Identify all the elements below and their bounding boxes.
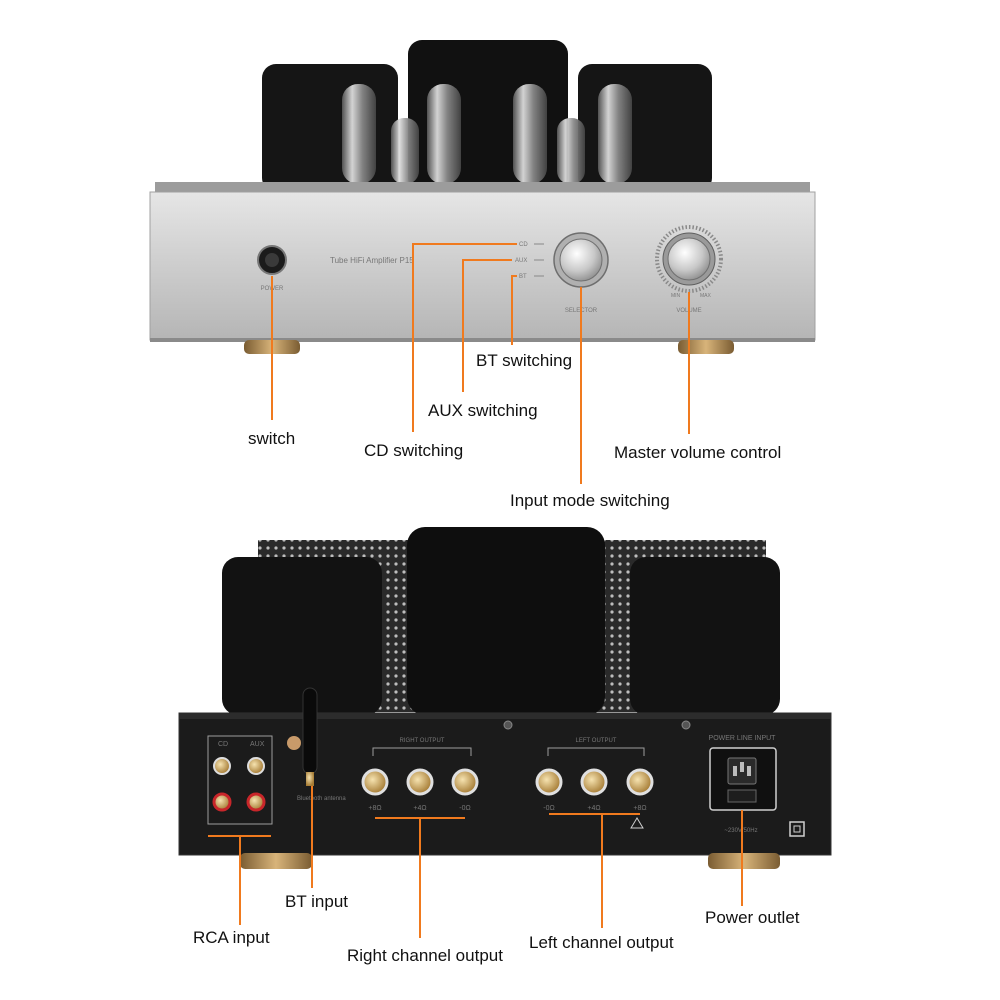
right-output-bracket [372, 747, 472, 756]
callout-cd-switching: CD switching [364, 441, 464, 460]
rear-left-transformer [222, 557, 382, 715]
power-inlet-pin-center [740, 762, 744, 772]
rca-aux-right-jack[interactable] [246, 792, 266, 812]
tube-4 [513, 84, 547, 184]
callout-aux-switching: AUX switching [428, 401, 538, 420]
callout-left-channel: Left channel output [529, 933, 674, 952]
ground-symbol-inner [793, 825, 801, 833]
rear-screw-center [503, 720, 513, 730]
rca-input-box [207, 735, 273, 825]
tube-3 [427, 84, 461, 184]
right-terminal-8ohm[interactable] [361, 768, 389, 796]
callout-switch: switch [248, 429, 296, 448]
selector-knob[interactable] [559, 238, 603, 282]
antenna-connector [306, 772, 314, 786]
front-leader-lines [271, 243, 690, 484]
selector-position-aux: AUX [515, 258, 527, 264]
front-foot-right [678, 340, 734, 354]
rear-view: CD AUX Bluetooth antenna RIGHT OUTPUT +8… [178, 527, 832, 869]
volume-max-label: MAX [700, 293, 712, 299]
left-output-label: LEFT OUTPUT [576, 738, 617, 744]
callout-input-mode: Input mode switching [510, 491, 670, 510]
power-line-label: POWER LINE INPUT [709, 735, 777, 742]
right-terminal-4ohm[interactable] [406, 768, 434, 796]
tube-2 [391, 118, 419, 184]
right-terminal-0ohm[interactable] [451, 768, 479, 796]
vacuum-tubes [342, 84, 632, 184]
bt-warning-sticker [287, 736, 301, 750]
power-inlet-pin-right [747, 766, 751, 776]
left-terminal-0ohm[interactable] [535, 768, 563, 796]
tube-1 [342, 84, 376, 184]
rear-screw-right [681, 720, 691, 730]
left-terminal-8ohm[interactable] [626, 768, 654, 796]
right-output-label: RIGHT OUTPUT [400, 738, 445, 744]
tube-5 [557, 118, 585, 184]
front-panel [149, 191, 816, 341]
right-terminal-0ohm-label: -0Ω [459, 805, 470, 812]
callout-bt-switching: BT switching [476, 351, 573, 370]
front-view: POWER Tube HiFi Amplifier P15 CD AUX BT … [149, 40, 816, 354]
left-terminal-4ohm[interactable] [580, 768, 608, 796]
callout-rca-input: RCA input [193, 928, 270, 947]
volume-scale [655, 225, 723, 293]
rear-foot-right [708, 853, 780, 869]
rca-aux-label: AUX [250, 741, 265, 748]
bt-antenna-label: Bluetooth antenna [297, 796, 346, 802]
callout-power-outlet: Power outlet [705, 908, 800, 927]
bluetooth-antenna[interactable] [302, 687, 318, 775]
selector-position-cd: CD [519, 242, 528, 248]
right-terminal-8ohm-label: +8Ω [368, 805, 381, 812]
front-chassis-shadow [150, 338, 815, 342]
fuse-drawer[interactable] [727, 789, 757, 803]
rca-aux-left-jack[interactable] [247, 757, 265, 775]
left-terminal-4ohm-label: +4Ω [587, 805, 600, 812]
callout-bt-input: BT input [285, 892, 349, 911]
volume-min-label: MIN [671, 293, 681, 299]
left-terminal-8ohm-label: +8Ω [633, 805, 646, 812]
volume-knob[interactable] [667, 237, 711, 281]
leader-bt [511, 275, 517, 345]
callout-right-channel: Right channel output [347, 946, 503, 965]
rca-cd-label: CD [218, 741, 228, 748]
model-text: Tube HiFi Amplifier P15 [330, 256, 414, 265]
caution-icon [630, 817, 644, 829]
leader-aux [462, 259, 512, 392]
leader-cd [412, 243, 517, 432]
left-output-bracket [547, 747, 645, 756]
power-button-cap [265, 253, 279, 267]
power-inlet-pin-left [733, 766, 737, 776]
rca-cd-right-jack[interactable] [212, 792, 232, 812]
rear-foot-left [240, 853, 312, 869]
rca-cd-left-jack[interactable] [213, 757, 231, 775]
left-terminal-0ohm-label: -0Ω [543, 805, 554, 812]
rear-leader-lines [208, 786, 743, 938]
tube-6 [598, 84, 632, 184]
selector-position-bt: BT [519, 274, 527, 280]
callout-master-volume: Master volume control [614, 443, 782, 462]
ground-symbol [789, 821, 805, 837]
front-left-transformer [262, 64, 398, 192]
right-terminal-4ohm-label: +4Ω [413, 805, 426, 812]
rear-right-transformer [630, 557, 780, 715]
rear-panel-top [179, 713, 831, 719]
rear-center-transformer [407, 527, 605, 715]
